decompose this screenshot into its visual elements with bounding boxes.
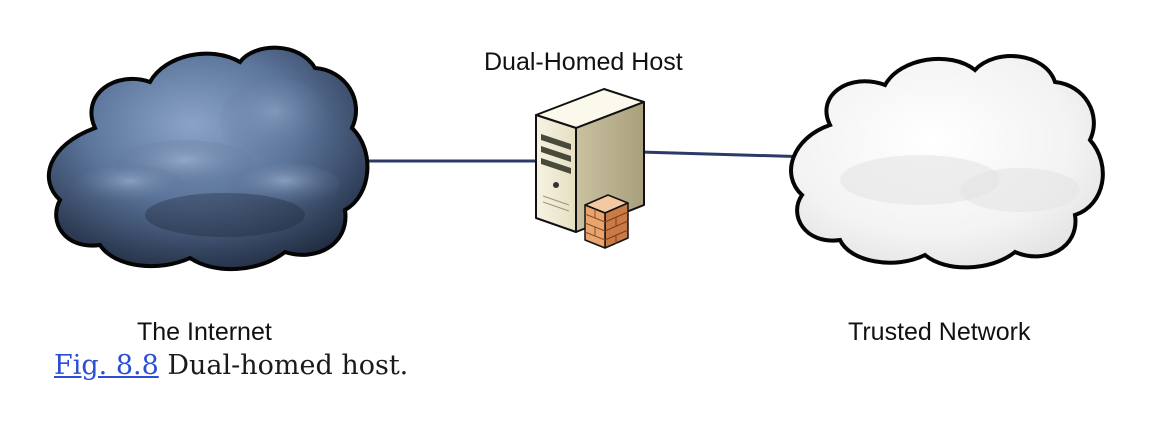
server-icon bbox=[535, 88, 645, 233]
trusted-network-label: Trusted Network bbox=[848, 318, 1031, 346]
figure-caption: Fig. 8.8 Dual-homed host. bbox=[54, 350, 408, 382]
host-to-trusted-link bbox=[639, 150, 813, 159]
host-label: Dual-Homed Host bbox=[484, 48, 683, 76]
internet-label: The Internet bbox=[137, 318, 272, 346]
figure-reference-link[interactable]: Fig. 8.8 bbox=[54, 350, 159, 381]
internet-cloud-icon bbox=[46, 45, 370, 272]
firewall-brick-icon bbox=[584, 194, 629, 249]
figure-caption-text: Dual-homed host. bbox=[158, 350, 409, 381]
trusted-network-cloud-icon bbox=[789, 54, 1105, 270]
